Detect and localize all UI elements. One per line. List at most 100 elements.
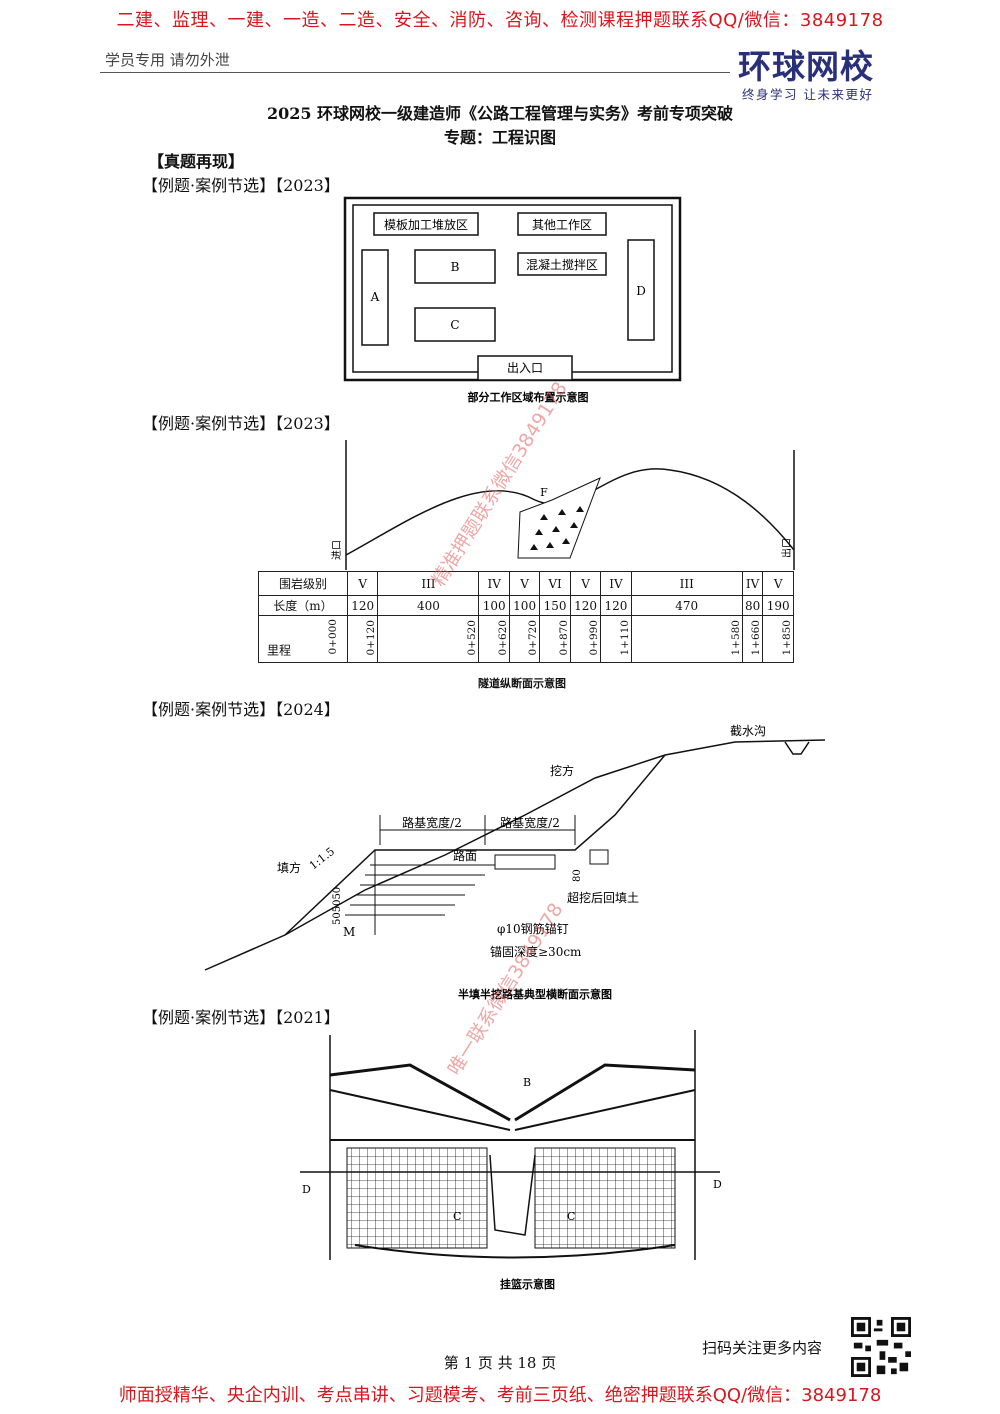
- top-promo-banner: 二建、监理、一建、一造、二造、安全、消防、咨询、检测课程押题联系QQ/微信：38…: [116, 10, 884, 31]
- box-girder-web: [489, 1154, 536, 1236]
- label-b: B: [523, 1076, 531, 1089]
- site-layout-figure: 模板加工堆放区 其他工作区 混凝土搅拌区 A B C D 出入口 部分工作区域布…: [343, 196, 682, 404]
- fill-layers: [345, 864, 495, 916]
- brand-logo: 环球网校 终身学习 让未来更好: [738, 40, 918, 102]
- table-row-grade: 围岩级别 V III IV V VI V IV III IV V: [258, 570, 794, 597]
- station-cell: 0+990: [569, 615, 602, 663]
- depth-80: 80: [572, 869, 583, 882]
- other-area-label: 其他工作区: [532, 218, 592, 232]
- header-notice: 学员专用 请勿外泄: [105, 51, 230, 69]
- zone-d-box: [627, 239, 655, 341]
- anchor-depth-label: 锚固深度≥30cm: [490, 944, 582, 959]
- fig2-caption: 隧道纵断面示意图: [478, 677, 566, 690]
- station-value: 0+620: [496, 619, 509, 656]
- station-cell: 1+850: [762, 615, 794, 663]
- station-cell: 0+720: [508, 615, 541, 663]
- length-cell: 120: [346, 595, 379, 617]
- station-value: 0+990: [588, 619, 601, 656]
- grade-cell: III: [377, 570, 480, 597]
- zone-c-box: [414, 307, 496, 342]
- logo-text: 环球网校: [738, 47, 874, 86]
- point-m: M: [343, 925, 355, 939]
- fig1-caption: 部分工作区域布置示意图: [468, 390, 589, 404]
- grade-cell: IV: [741, 570, 764, 597]
- section-outline: [284, 754, 666, 936]
- table-row-length: 长度（m） 120 400 100 100 150 120 120 470 80…: [258, 595, 794, 617]
- grade-cell: IV: [478, 570, 510, 597]
- rock-grade-table: 围岩级别 V III IV V VI V IV III IV V 长度（m） 1…: [258, 570, 794, 663]
- ditch-label: 截水沟: [730, 724, 766, 738]
- station-value: 0+520: [466, 619, 479, 656]
- table-row-station: 里程 0+000 0+120 0+520 0+620 0+720 0+870 0…: [258, 615, 794, 663]
- station-value: 0+000: [326, 619, 339, 655]
- fault-label-f: F: [540, 486, 548, 499]
- grade-cell: VI: [539, 570, 571, 597]
- length-cell: 100: [478, 595, 510, 617]
- label-d-right: D: [713, 1178, 722, 1191]
- scan-prompt: 扫码关注更多内容: [702, 1339, 823, 1357]
- logo-slogan: 终身学习 让未来更好: [742, 87, 874, 102]
- station-value: 0+870: [557, 619, 570, 656]
- station-value: 0+720: [527, 619, 540, 656]
- zone-b-label: B: [451, 260, 460, 274]
- length-cell: 470: [630, 595, 743, 617]
- row-label-grade: 围岩级别: [258, 570, 348, 597]
- concrete-area-box: [517, 252, 607, 276]
- grade-cell: V: [346, 570, 379, 597]
- fill-label: 填方: [277, 860, 301, 875]
- pavement-hatch: [494, 854, 556, 870]
- row-label-station: 里程 0+000: [258, 615, 348, 663]
- zone-a-label: A: [370, 290, 380, 304]
- header-rule: [100, 72, 730, 73]
- portal-right-label: 出口: [780, 538, 793, 558]
- cut-label: 挖方: [550, 763, 574, 778]
- station-label: 里程: [267, 644, 292, 658]
- page-number: 第 1 页 共 18 页: [443, 1354, 557, 1372]
- fault-zone-hatching: [530, 506, 584, 550]
- station-cell: 0+120: [346, 615, 379, 663]
- grade-cell: III: [630, 570, 743, 597]
- fig4-caption: 挂篮示意图: [500, 1277, 555, 1291]
- station-value: 1+850: [781, 619, 793, 656]
- doc-subtitle: 专题：工程识图: [443, 128, 556, 147]
- length-cell: 400: [377, 595, 480, 617]
- truss-top-chords: [329, 1063, 696, 1122]
- slope-label: 1:1.5: [307, 845, 337, 873]
- template-yard-label: 模板加工堆放区: [384, 217, 468, 232]
- station-cell: 0+520: [377, 615, 480, 663]
- side-ditch: [589, 849, 609, 865]
- station-value: 1+580: [729, 619, 742, 656]
- station-cell: 1+580: [630, 615, 743, 663]
- label-c-left: C: [453, 1210, 461, 1223]
- roadbed-section-figure: 路基宽度/2 路基宽度/2 路面 填方 1:1.5 505050 80 超挖后回…: [204, 724, 826, 1001]
- grade-cell: V: [508, 570, 541, 597]
- label-c-right: C: [567, 1210, 575, 1223]
- hanging-basket-figure: B C C D D 挂篮示意图: [300, 1030, 722, 1291]
- entrance-box: [477, 355, 573, 381]
- concrete-area-label: 混凝土搅拌区: [526, 257, 598, 272]
- fault-zone: [517, 477, 601, 559]
- right-formwork-grid: [534, 1147, 676, 1249]
- zone-d-label: D: [636, 284, 646, 298]
- zone-a-box: [361, 249, 389, 346]
- length-cell: 190: [762, 595, 794, 617]
- length-cell: 120: [600, 595, 632, 617]
- pavement-label: 路面: [453, 848, 477, 863]
- station-cell: 1+660: [741, 615, 764, 663]
- station-value: 1+110: [618, 619, 631, 656]
- length-cell: 80: [741, 595, 764, 617]
- example-label-2: 【例题·案例节选】【2023】: [142, 414, 340, 433]
- anchor-label: φ10钢筋锚钉: [497, 921, 569, 936]
- over-excavation-label: 超挖后回填土: [567, 890, 639, 905]
- bottom-platform: [354, 1244, 676, 1259]
- other-area-box: [517, 212, 607, 236]
- example-label-4: 【例题·案例节选】【2021】: [142, 1008, 340, 1027]
- zone-c-label: C: [450, 318, 459, 332]
- section-heading: 【真题再现】: [148, 152, 245, 171]
- station-value: 0+120: [365, 619, 378, 656]
- truss-diagonals: [329, 1089, 696, 1131]
- template-yard-box: [373, 212, 479, 236]
- half-width-right: 路基宽度/2: [500, 815, 560, 830]
- length-cell: 120: [569, 595, 602, 617]
- doc-title: 2025 环球网校一级建造师《公路工程管理与实务》考前专项突破: [266, 104, 734, 123]
